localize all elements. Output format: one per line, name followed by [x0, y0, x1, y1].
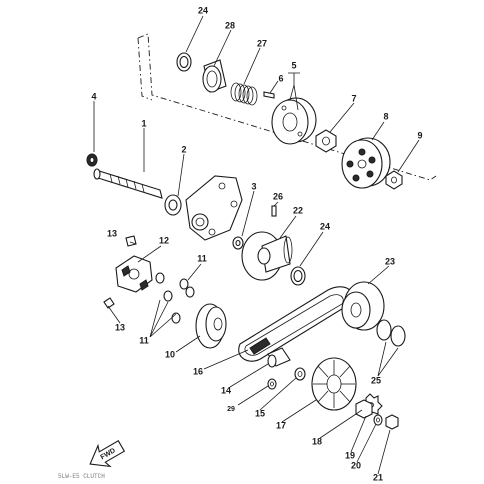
callout-4: 4	[91, 91, 96, 101]
callout-13-upper: 13	[107, 228, 117, 238]
callout-13-lower: 13	[115, 322, 125, 332]
part-7-nut	[315, 129, 337, 153]
part-13-clip-bottom	[103, 297, 115, 309]
part-20-washer	[373, 414, 383, 426]
callout-24-top: 24	[198, 5, 208, 15]
callout-10: 10	[165, 349, 175, 359]
callout-17: 17	[276, 420, 286, 430]
part-19-nut	[355, 399, 373, 419]
part-23-fixed-sheave	[341, 281, 385, 331]
callout-11-lower: 11	[139, 335, 149, 345]
footer-text: 5LW-E5 CLUTCH	[58, 473, 105, 480]
part-6-pin	[263, 91, 275, 99]
callout-26: 26	[273, 191, 283, 201]
part-3-washer	[232, 236, 244, 250]
callout-6: 6	[278, 73, 283, 83]
callout-18: 18	[312, 436, 322, 446]
callout-22: 22	[293, 205, 303, 215]
callout-16: 16	[193, 366, 203, 376]
part-24-seal-top	[176, 52, 192, 72]
part-14-sleeve	[267, 347, 291, 368]
part-13-clip-top	[125, 235, 137, 247]
callout-25: 25	[371, 375, 381, 385]
part-22-sheave	[241, 231, 293, 281]
callout-28: 28	[225, 20, 235, 30]
part-11-rollers	[155, 272, 195, 324]
callout-21: 21	[373, 472, 383, 482]
callout-11-upper: 11	[197, 253, 207, 263]
part-2-bearing	[164, 194, 182, 216]
part-4-nut	[86, 153, 98, 167]
assembly-boundary	[137, 33, 437, 181]
part-26-pin	[271, 205, 277, 217]
callout-2: 2	[181, 144, 186, 154]
fwd-arrow-icon: FWD	[89, 440, 126, 468]
callout-14: 14	[221, 385, 231, 395]
part-27-spring	[230, 82, 258, 106]
part-16-v-belt	[238, 286, 353, 362]
part-25-o-rings	[376, 319, 406, 347]
part-21-nut	[385, 414, 399, 430]
callout-20: 20	[351, 460, 361, 470]
part-24-seal-mid	[290, 266, 306, 286]
assembly-boundary-lower	[137, 37, 153, 101]
part-15-washer	[294, 367, 306, 381]
callout-1: 1	[141, 118, 146, 128]
part-9-nut	[385, 170, 403, 190]
leader-lines	[93, 15, 420, 475]
callout-19: 19	[345, 450, 355, 460]
callout-8: 8	[383, 111, 388, 121]
callout-15: 15	[255, 408, 265, 418]
callout-7: 7	[351, 93, 356, 103]
part-housing-plate	[185, 175, 243, 241]
part-12-weight-plate	[115, 255, 153, 293]
callout-9: 9	[417, 130, 422, 140]
part-28-collar	[202, 59, 227, 93]
callout-5: 5	[291, 60, 296, 70]
callout-labels: 1 2 3 4 5 6 7 8 9 10 11 11 12 13 13 14 1…	[91, 5, 422, 482]
callout-3: 3	[251, 181, 256, 191]
part-29-washer	[267, 378, 277, 390]
part-17-fan	[311, 357, 357, 411]
callout-29: 29	[227, 406, 235, 413]
part-8-clutch-housing	[341, 137, 391, 189]
part-1-shaft	[93, 168, 163, 199]
part-5-clutch-assembly	[271, 97, 317, 145]
callout-12: 12	[159, 235, 169, 245]
callout-23: 23	[385, 256, 395, 266]
part-10-movable-sheave	[195, 303, 227, 349]
callout-24-mid: 24	[320, 221, 330, 231]
callout-27: 27	[257, 38, 267, 48]
